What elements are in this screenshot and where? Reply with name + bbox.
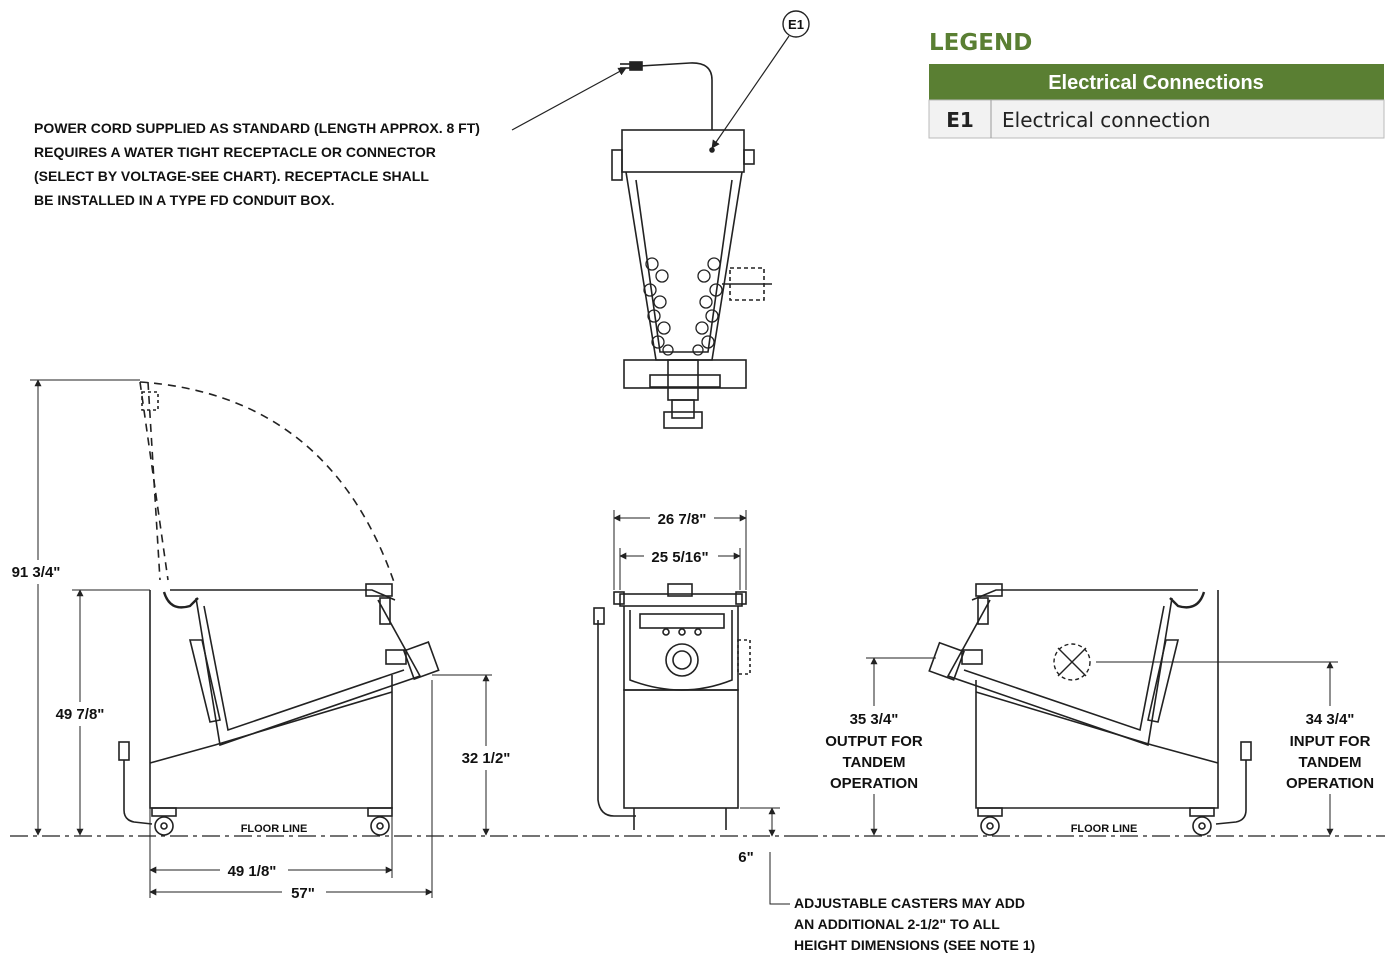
e1-callout: E1 — [711, 10, 810, 149]
legend: LEGEND Electrical Connections E1 Electri… — [928, 30, 1385, 139]
power-cord-note-line-1: POWER CORD SUPPLIED AS STANDARD (LENGTH … — [34, 120, 480, 136]
dim-overall-height: 91 3/4" — [12, 564, 61, 581]
vent-holes — [643, 257, 723, 356]
dim-body-height: 49 7/8" — [56, 706, 105, 723]
dim-output-height: 35 3/4" — [850, 711, 899, 728]
casters-note: ADJUSTABLE CASTERS MAY ADD AN ADDITIONAL… — [794, 895, 1035, 953]
legend-header-bg — [929, 64, 1384, 100]
casters-note-line-1: ADJUSTABLE CASTERS MAY ADD — [794, 895, 1025, 911]
right-side-view — [928, 583, 1252, 836]
front-dimensions — [613, 510, 790, 905]
callout-label: E1 — [788, 17, 804, 32]
output-label-line-2: TANDEM — [842, 754, 905, 771]
input-label-line-3: OPERATION — [1286, 775, 1374, 792]
floor-line-label-right: FLOOR LINE — [1071, 823, 1138, 835]
front-view — [593, 583, 751, 830]
output-label-line-3: OPERATION — [830, 775, 918, 792]
dim-base-width: 49 1/8" — [228, 863, 277, 880]
dim-overall-width: 57" — [291, 885, 315, 902]
input-label-line-1: INPUT FOR — [1290, 733, 1371, 750]
top-view — [611, 61, 772, 429]
left-side-view — [118, 381, 440, 836]
dim-caster-height: 6" — [738, 849, 753, 866]
input-label-line-2: TANDEM — [1298, 754, 1361, 771]
power-cord-note-line-3: (SELECT BY VOLTAGE-SEE CHART). RECEPTACL… — [34, 168, 429, 184]
legend-row-key: E1 — [946, 108, 974, 132]
dim-rim-height: 32 1/2" — [462, 750, 511, 767]
power-cord-note-line-4: BE INSTALLED IN A TYPE FD CONDUIT BOX. — [34, 192, 335, 208]
input-fitting — [1053, 643, 1091, 681]
legend-row-label: Electrical connection — [1002, 108, 1210, 132]
dim-input-height: 34 3/4" — [1306, 711, 1355, 728]
casters-note-line-3: HEIGHT DIMENSIONS (SEE NOTE 1) — [794, 937, 1035, 953]
legend-row — [928, 99, 1385, 139]
power-cord-note-line-2: REQUIRES A WATER TIGHT RECEPTACLE OR CON… — [34, 144, 436, 160]
output-label-line-1: OUTPUT FOR — [825, 733, 923, 750]
power-cord-note: POWER CORD SUPPLIED AS STANDARD (LENGTH … — [34, 67, 627, 208]
dim-front-width-outer: 26 7/8" — [658, 511, 707, 528]
casters-note-line-2: AN ADDITIONAL 2-1/2" TO ALL — [794, 916, 1000, 932]
legend-header: Electrical Connections — [1048, 72, 1264, 94]
dim-front-width-inner: 25 5/16" — [651, 549, 708, 566]
floor-line-label-left: FLOOR LINE — [241, 823, 308, 835]
legend-title: LEGEND — [929, 30, 1032, 56]
left-dimensions — [30, 379, 492, 898]
